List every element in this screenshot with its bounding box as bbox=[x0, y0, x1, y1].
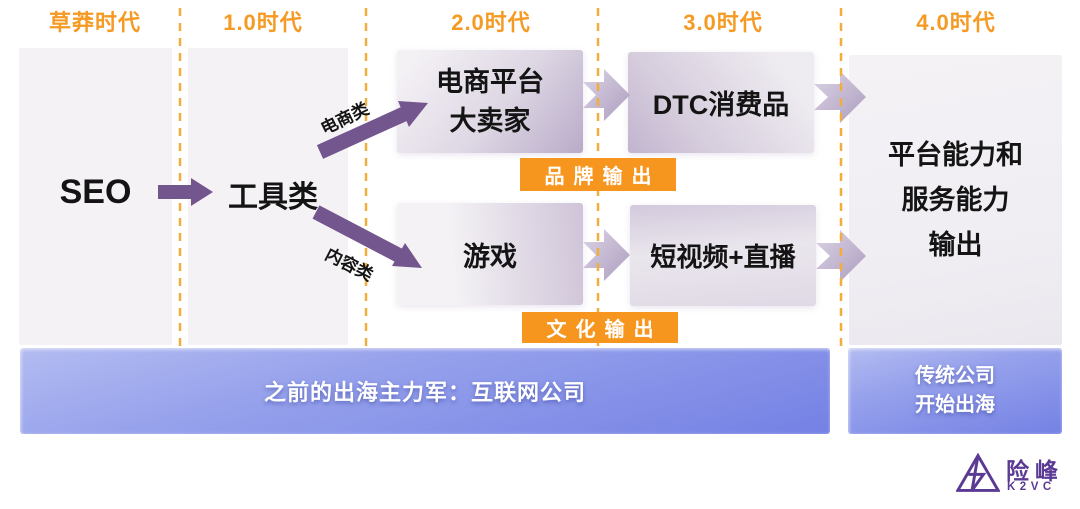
traditional-companies-band: 传统公司 开始出海 bbox=[848, 348, 1062, 434]
seo-node: SEO bbox=[59, 173, 132, 211]
games-node-label: 游戏 bbox=[463, 241, 517, 272]
mountain-triangle-icon bbox=[956, 452, 1000, 492]
culture-output-badge: 文化输出 bbox=[522, 312, 678, 343]
era-label-2-0: 2.0时代 bbox=[451, 10, 531, 35]
traditional-band-line2: 开始出海 bbox=[915, 394, 995, 416]
logo-name: 险峰 bbox=[1006, 458, 1064, 484]
platform-output-node: 平台能力和 服务能力 输出 bbox=[849, 55, 1062, 345]
platform-node-line1: 平台能力和 bbox=[888, 139, 1023, 170]
era-label-1-0: 1.0时代 bbox=[223, 10, 303, 35]
connector-arrow-icon bbox=[583, 229, 630, 281]
traditional-band-line1: 传统公司 bbox=[915, 365, 995, 387]
k2vc-logo: 险峰 K2VC bbox=[948, 450, 1080, 504]
internet-companies-band: 之前的出海主力军：互联网公司 bbox=[20, 348, 830, 434]
panel-1-0-era bbox=[188, 48, 348, 345]
tools-node: 工具类 bbox=[228, 181, 318, 214]
logo-subname: K2VC bbox=[1007, 481, 1056, 493]
short-video-node-label: 短视频+直播 bbox=[650, 242, 796, 272]
panel-caomang-era bbox=[19, 48, 172, 345]
era-label-caomang: 草莽时代 bbox=[48, 10, 141, 35]
games-node: 游戏 bbox=[397, 203, 583, 305]
dtc-node-label: DTC消费品 bbox=[652, 90, 790, 120]
ecommerce-node-line2: 大卖家 bbox=[449, 105, 531, 136]
ecommerce-platform-node: 电商平台 大卖家 bbox=[397, 50, 583, 153]
era-label-3-0: 3.0时代 bbox=[683, 10, 763, 35]
platform-node-line3: 输出 bbox=[928, 229, 983, 260]
dtc-node: DTC消费品 bbox=[628, 52, 814, 153]
short-video-node: 短视频+直播 bbox=[630, 205, 816, 306]
platform-node-line2: 服务能力 bbox=[901, 184, 1010, 215]
ecommerce-node-line1: 电商平台 bbox=[436, 66, 544, 97]
connector-arrow-icon bbox=[583, 69, 630, 121]
era-label-4-0: 4.0时代 bbox=[916, 10, 996, 35]
internet-companies-band-text: 之前的出海主力军：互联网公司 bbox=[263, 380, 586, 405]
brand-output-badge: 品牌输出 bbox=[520, 158, 676, 191]
